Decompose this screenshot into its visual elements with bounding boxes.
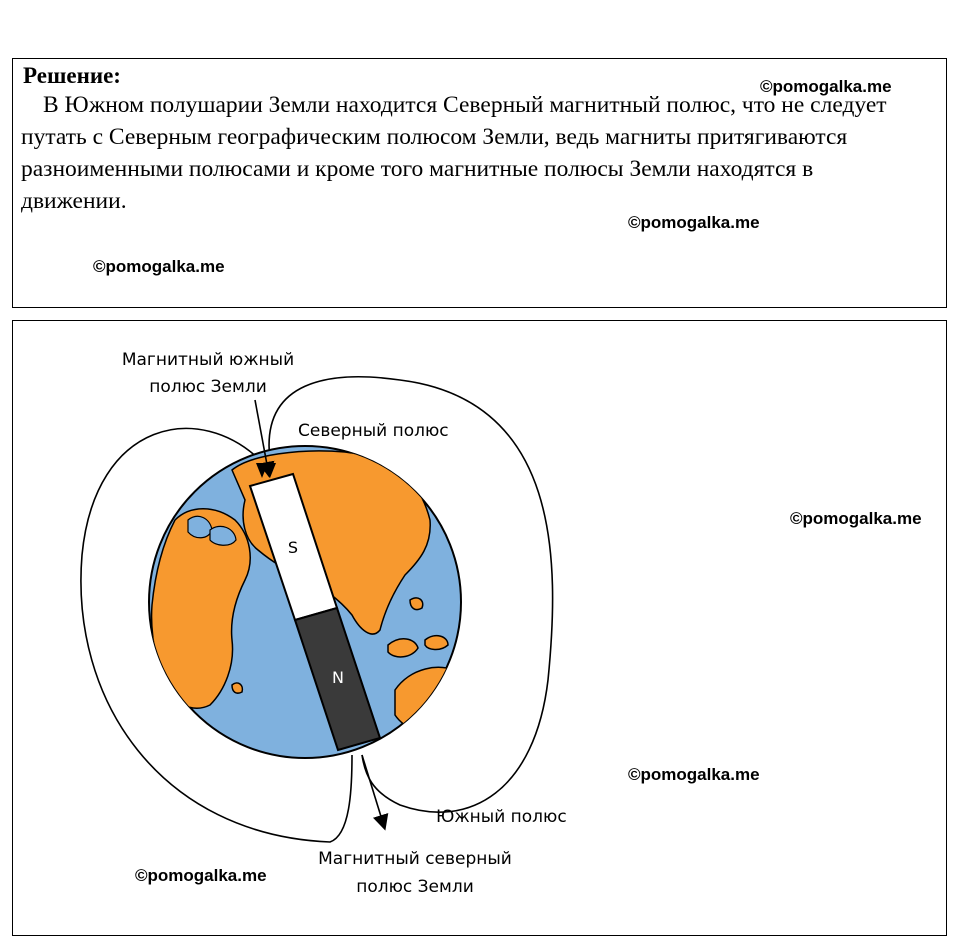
watermark: ©pomogalka.me	[760, 77, 892, 96]
label-magnetic-south-line1: Магнитный южный	[122, 350, 294, 370]
field-line-right-outer	[268, 376, 554, 813]
watermark: ©pomogalka.me	[790, 509, 922, 528]
magnet-n-label: N	[332, 668, 344, 687]
field-lines	[80, 376, 554, 843]
label-magnetic-north-line1: Магнитный северный	[318, 849, 512, 869]
watermark: ©pomogalka.me	[628, 213, 760, 232]
label-magnetic-north-line2: полюс Земли	[356, 877, 474, 897]
island-1	[387, 638, 419, 658]
island-2	[424, 634, 449, 651]
arrow-magnetic-north	[361, 754, 389, 831]
watermark: ©pomogalka.me	[93, 257, 225, 276]
arrow-magnetic-south	[254, 399, 275, 478]
solution-heading: Решение:	[23, 63, 121, 88]
field-line-left-outer	[80, 427, 353, 843]
island-3	[231, 682, 244, 694]
bar-magnet: S N	[248, 472, 382, 752]
island-4	[409, 597, 424, 611]
solution-text: В Южном полушарии Земли находится Северн…	[21, 92, 887, 214]
label-geo-south: Южный полюс	[436, 807, 567, 827]
label-geo-north: Северный полюс	[298, 421, 449, 441]
magnet-n-pole	[293, 606, 382, 752]
magnet-s-label: S	[288, 538, 298, 557]
pole-arrows	[254, 399, 389, 831]
watermark: ©pomogalka.me	[628, 765, 760, 784]
continent-africa	[150, 508, 251, 709]
solution-box: Решение: В Южном полушарии Земли находит…	[12, 58, 947, 308]
lake-2	[209, 525, 237, 546]
arrowheads-top	[256, 463, 276, 478]
label-magnetic-south-line2: полюс Земли	[149, 377, 267, 397]
watermark: ©pomogalka.me	[135, 866, 267, 885]
